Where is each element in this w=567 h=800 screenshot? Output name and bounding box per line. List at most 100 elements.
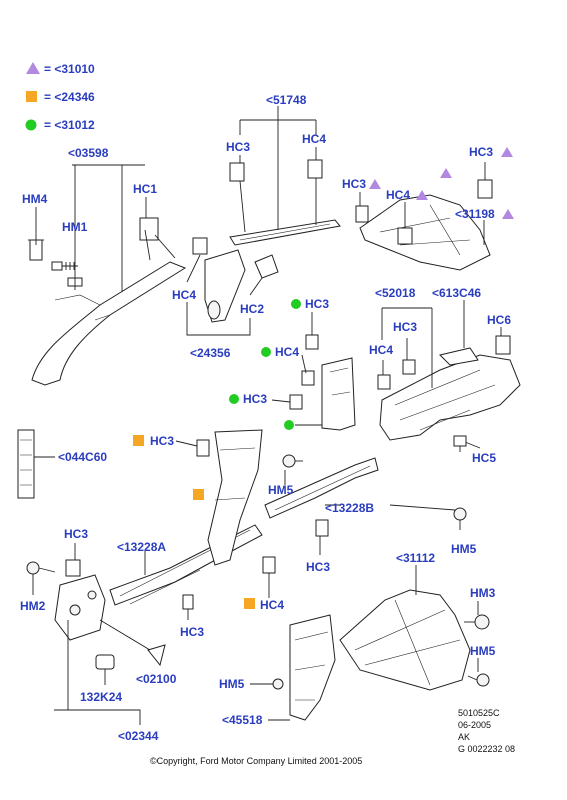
screw-hm1-part (51, 261, 83, 287)
b-pillar-upper-part (192, 237, 279, 323)
triangle-marker-icon (501, 147, 513, 157)
triangle-marker-icon (440, 168, 452, 178)
label-hc3-d: HC3 (305, 297, 329, 311)
screw-hm3-part (464, 614, 490, 630)
label-13228b: <13228B (325, 501, 374, 515)
label-hc6: HC6 (487, 313, 511, 327)
label-hc3-f: HC3 (393, 320, 417, 334)
label-hc5: HC5 (472, 451, 496, 465)
circle-marker-icon (291, 299, 301, 309)
label-hm2: HM2 (20, 599, 46, 613)
strip-044c60-part (17, 429, 55, 499)
legend-square-text: = <24346 (44, 90, 95, 104)
label-24356: <24356 (190, 346, 231, 360)
label-hc3-j: HC3 (180, 625, 204, 639)
leaders-scuff (144, 440, 456, 620)
label-hc1: HC1 (133, 182, 157, 196)
leaders-bottom-right (415, 565, 479, 672)
leaders-top-centre (239, 106, 317, 233)
screw-hm5-d-part (272, 678, 284, 690)
clip-hc3-b-part (315, 519, 329, 537)
label-03598: <03598 (68, 146, 109, 160)
screw-hm5-b-part (453, 507, 467, 530)
legend-triangle-icon (26, 62, 40, 74)
circle-marker-icon (284, 420, 294, 430)
panel-31198-part (355, 179, 493, 271)
legend-circle-icon (25, 119, 37, 131)
label-13228a: <13228A (117, 540, 166, 554)
legend: = <31010 = <24346 = <31012 (25, 62, 95, 132)
label-51748: <51748 (266, 93, 307, 107)
cover-02100-part (147, 644, 166, 667)
triangle-marker-icon (502, 209, 514, 219)
label-hc2: HC2 (240, 302, 264, 316)
label-hc3-a: HC3 (226, 140, 250, 154)
label-132k24: 132K24 (80, 690, 122, 704)
a-pillar-trim-part (31, 217, 187, 386)
triangle-marker-icon (369, 179, 381, 189)
label-hm5-d: HM5 (219, 677, 245, 691)
label-52018: <52018 (375, 286, 416, 300)
label-02100: <02100 (136, 672, 177, 686)
quarter-panel-lower-part (339, 589, 471, 691)
leaders-top-right (359, 162, 486, 245)
upper-molding-part (229, 159, 341, 246)
bracket-assembly-part (26, 559, 106, 641)
triangle-marker-icon (416, 190, 428, 200)
label-613c46: <613C46 (432, 286, 481, 300)
leaders-bottom-left (32, 543, 151, 725)
square-marker-icon (193, 489, 204, 500)
scuff-plate-front-part (109, 524, 263, 606)
label-hm1: HM1 (62, 220, 88, 234)
clip-hc3-j-part (182, 594, 194, 610)
label-044c60: <044C60 (58, 450, 107, 464)
label-hm5-c: HM5 (470, 644, 496, 658)
ref-line-4: G 0022232 08 (458, 744, 515, 754)
circle-marker-icon (229, 394, 239, 404)
square-marker-icon (244, 598, 255, 609)
circle-marker-icon (261, 347, 271, 357)
screw-hm5-part (282, 454, 303, 468)
label-hc3-c: HC3 (342, 177, 366, 191)
legend-triangle-text: = <31010 (44, 62, 95, 76)
leaders-b-pillar-upper (186, 254, 263, 336)
scuff-plate-rear-part (264, 457, 379, 519)
label-02344: <02344 (118, 729, 159, 743)
label-hc4-g: HC4 (260, 598, 284, 612)
label-45518: <45518 (222, 713, 263, 727)
legend-circle-text: = <31012 (44, 118, 95, 132)
label-hm5-a: HM5 (268, 483, 294, 497)
c-pillar-lower-part (289, 614, 336, 721)
square-marker-icon (133, 435, 144, 446)
label-hm5-b: HM5 (451, 542, 477, 556)
ref-line-2: 06-2005 (458, 720, 491, 730)
leaders-b-pillar-lower (271, 312, 322, 426)
cylinder-132k24-part (95, 654, 115, 670)
label-hc3-h: HC3 (306, 560, 330, 574)
b-pillar-lower-part (289, 334, 356, 431)
label-31112: <31112 (396, 551, 435, 565)
copyright-text: ©Copyright, Ford Motor Company Limited 2… (150, 756, 362, 766)
label-hc4-a: HC4 (302, 132, 326, 146)
ref-line-3: AK (458, 732, 470, 742)
label-hc3-g: HC3 (150, 434, 174, 448)
label-hc4-b: HC4 (386, 188, 410, 202)
clip-hc3-scuff-part (196, 439, 210, 457)
label-hc4-f: HC4 (369, 343, 393, 357)
label-hc3-b: HC3 (469, 145, 493, 159)
label-hm4-a: HM4 (22, 192, 48, 206)
leaders-c-pillar-lower (250, 683, 290, 721)
clip-hc4-g-part (262, 556, 276, 598)
quarter-trim-part (377, 335, 521, 441)
legend-square-icon (26, 91, 37, 102)
b-pillar-lower-trim-part (207, 429, 263, 566)
label-hc3-e: HC3 (243, 392, 267, 406)
label-hc4-d: HC4 (275, 345, 299, 359)
label-hc3-i: HC3 (64, 527, 88, 541)
label-31198: <31198 (455, 207, 495, 221)
label-hm3: HM3 (470, 586, 496, 600)
screw-hm5-c-part (467, 673, 490, 687)
clip-hc5-part (453, 435, 467, 452)
leaders-top-left (35, 164, 147, 292)
ref-line-1: 5010525C (458, 708, 500, 718)
